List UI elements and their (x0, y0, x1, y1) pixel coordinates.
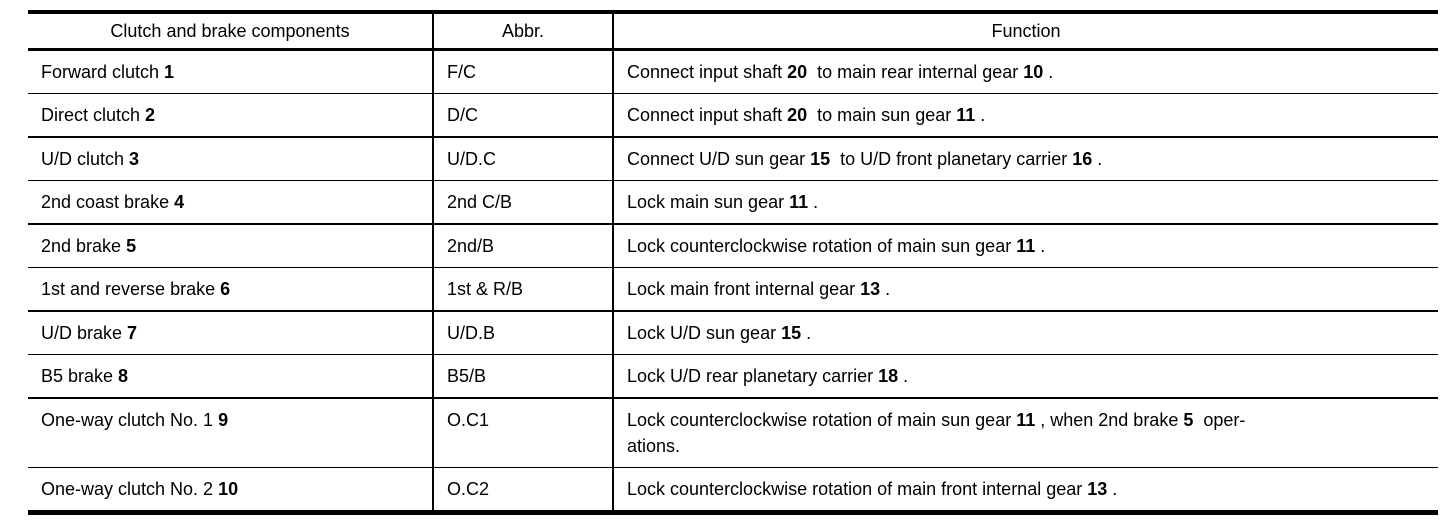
clutch-brake-components-table: Clutch and brake components Abbr. Functi… (28, 10, 1438, 515)
function-cell: Lock counterclockwise rotation of main s… (612, 224, 1438, 268)
function-cell: Lock U/D rear planetary carrier 18 . (612, 354, 1438, 398)
function-cell: Lock counterclockwise rotation of main f… (612, 467, 1438, 513)
component-cell: 2nd brake 5 (41, 236, 137, 256)
abbr-cell: O.C1 (432, 398, 613, 468)
function-cell: Connect U/D sun gear 15 to U/D front pla… (612, 137, 1438, 181)
function-cell: Lock U/D sun gear 15 . (612, 311, 1438, 355)
column-header-function: Function (612, 12, 1438, 50)
abbr-cell: 1st & R/B (432, 267, 613, 311)
abbr-cell: U/D.C (432, 137, 613, 181)
abbr-cell: B5/B (432, 354, 613, 398)
component-cell: Forward clutch 1 (41, 62, 175, 82)
abbr-cell: F/C (432, 49, 613, 94)
component-cell: B5 brake 8 (41, 366, 129, 386)
abbr-cell: D/C (432, 93, 613, 137)
component-cell: 2nd coast brake 4 (41, 192, 185, 212)
function-cell: Lock main sun gear 11 . (612, 180, 1438, 224)
abbr-cell: U/D.B (432, 311, 613, 355)
function-cell: Lock counterclockwise rotation of main s… (612, 398, 1438, 468)
component-cell: U/D clutch 3 (41, 149, 140, 169)
column-header-abbr: Abbr. (432, 12, 613, 50)
abbr-cell: 2nd/B (432, 224, 613, 268)
abbr-cell: O.C2 (432, 467, 613, 513)
column-header-components: Clutch and brake components (110, 21, 350, 41)
function-cell: Connect input shaft 20 to main rear inte… (612, 49, 1438, 94)
function-cell: Connect input shaft 20 to main sun gear … (612, 93, 1438, 137)
function-cell: Lock main front internal gear 13 . (612, 267, 1438, 311)
component-cell: Direct clutch 2 (41, 105, 156, 125)
component-cell: One-way clutch No. 2 10 (41, 479, 239, 499)
component-cell: One-way clutch No. 1 9 (41, 410, 229, 430)
header-row: Clutch and brake components Abbr. Functi… (28, 12, 1438, 50)
component-cell: 1st and reverse brake 6 (41, 279, 231, 299)
abbr-cell: 2nd C/B (432, 180, 613, 224)
component-cell: U/D brake 7 (41, 323, 138, 343)
